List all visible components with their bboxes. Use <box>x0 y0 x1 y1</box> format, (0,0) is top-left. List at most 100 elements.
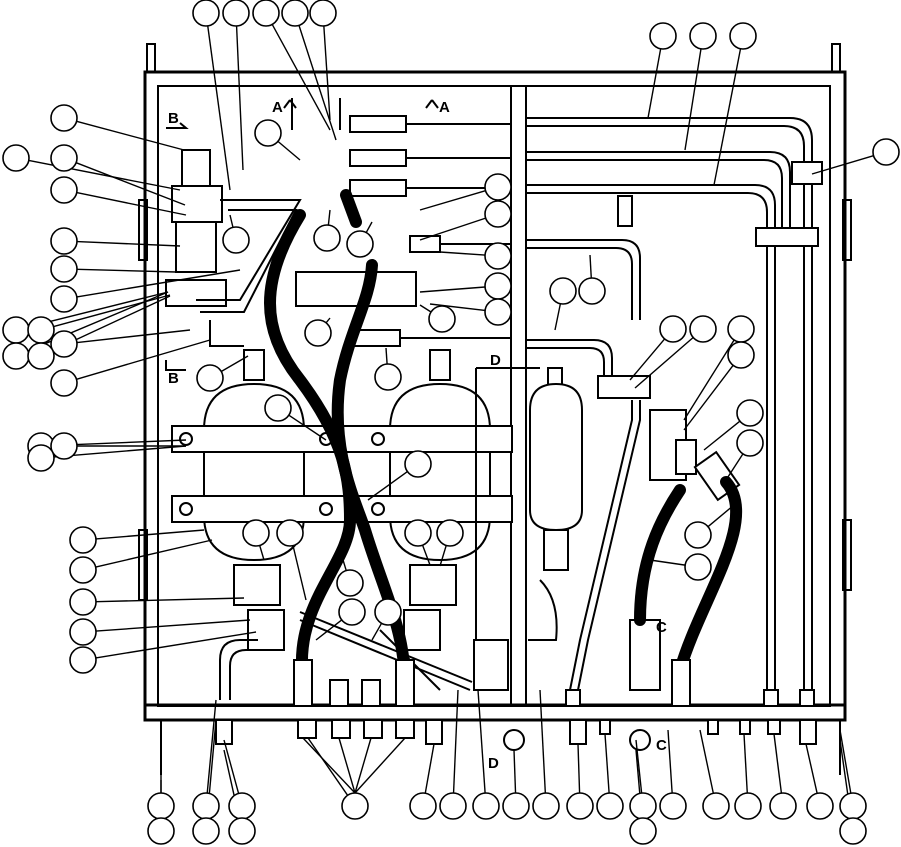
callout-leader <box>338 737 356 794</box>
callout-bubble <box>27 444 55 472</box>
right-accumulator <box>528 367 583 641</box>
bottom-fittings <box>215 367 817 751</box>
callout-bubble <box>192 817 220 845</box>
callout-bubble <box>50 330 78 358</box>
callout-leader <box>589 254 592 279</box>
callout-bubble <box>69 618 97 646</box>
callout-bubble <box>532 792 560 820</box>
callout-bubble <box>484 200 512 228</box>
callout-bubble <box>281 0 309 27</box>
callout-leader <box>647 48 662 119</box>
callout-leader <box>95 597 245 603</box>
callout-bubble <box>196 364 224 392</box>
callout-leader <box>365 221 373 233</box>
callout-bubble <box>502 792 530 820</box>
callout-bubble <box>264 394 292 422</box>
callout-bubble <box>729 22 757 50</box>
callout-leader <box>554 303 562 331</box>
right-panel-tubing <box>526 117 823 707</box>
callout-leader <box>421 544 431 566</box>
callout-leader <box>419 304 432 313</box>
callout-bubble <box>228 792 256 820</box>
callout-bubble <box>50 227 78 255</box>
callout-leader <box>725 453 744 481</box>
callout-bubble <box>374 363 402 391</box>
callout-leader <box>76 269 241 298</box>
section-label-c-top: C <box>656 619 667 636</box>
callout-bubble <box>734 792 762 820</box>
callout-bubble <box>147 792 175 820</box>
callout-bubble <box>839 817 867 845</box>
callout-leader <box>354 737 372 794</box>
callout-leader <box>707 499 741 528</box>
callout-bubble <box>872 138 900 166</box>
callout-bubble <box>222 226 250 254</box>
section-label-b-top: B <box>168 110 179 127</box>
callout-bubble <box>649 22 677 50</box>
callout-bubble <box>50 144 78 172</box>
callout-leader <box>577 743 581 794</box>
callout-leader <box>703 420 741 451</box>
callout-bubble <box>484 298 512 326</box>
callout-leader <box>424 743 435 794</box>
callout-bubble <box>27 342 55 370</box>
callout-bubble <box>684 521 712 549</box>
callout-leader <box>207 25 231 191</box>
callout-leader <box>371 622 383 641</box>
callout-leader <box>95 539 213 568</box>
section-label-d-top: D <box>490 352 501 369</box>
callout-bubble <box>254 119 282 147</box>
callout-bubble <box>839 792 867 820</box>
callout-bubble <box>2 144 30 172</box>
callout-bubble <box>409 792 437 820</box>
callout-leader <box>743 733 748 794</box>
callout-leader <box>76 268 177 273</box>
callout-leader <box>307 737 349 796</box>
section-label-a-right: A <box>439 99 450 116</box>
section-markers: A A B B C C D D <box>165 99 667 772</box>
callout-bubble <box>727 315 755 343</box>
callout-leader <box>539 689 547 794</box>
callout-bubble <box>629 792 657 820</box>
callout-leader <box>288 414 327 441</box>
callout-leader <box>298 25 337 141</box>
callout-leader <box>477 689 486 794</box>
callout-leader <box>713 48 742 186</box>
callout-leader <box>75 162 186 206</box>
callout-leader <box>667 729 673 794</box>
callout-leader <box>354 737 406 794</box>
callout-bubble <box>242 519 270 547</box>
callout-leader <box>28 291 169 328</box>
callout-leader <box>315 619 343 641</box>
callout-bubble <box>2 316 30 344</box>
callout-bubble <box>276 519 304 547</box>
callout-bubble <box>439 792 467 820</box>
callout-leader <box>95 619 251 632</box>
callout-bubble <box>69 588 97 616</box>
panel-frame <box>138 43 852 775</box>
callout-bubble <box>304 319 332 347</box>
callout-leader <box>76 120 185 151</box>
callout-leader <box>629 338 666 381</box>
top-manifold <box>291 98 511 347</box>
callout-leader <box>649 559 686 566</box>
callout-leader <box>683 339 735 421</box>
callout-leader <box>325 317 331 324</box>
callout-leader <box>452 689 459 794</box>
section-label-a-left: A <box>272 99 283 116</box>
callout-leader <box>513 749 517 794</box>
callout-bubble <box>404 519 432 547</box>
callout-leader <box>811 155 874 175</box>
callout-leader <box>367 471 408 501</box>
callout-bubble <box>769 792 797 820</box>
callout-bubble <box>684 553 712 581</box>
callout-bubble <box>702 792 730 820</box>
section-label-d-bottom: D <box>488 755 499 772</box>
callout-leader <box>439 545 447 567</box>
callout-bubble <box>50 104 78 132</box>
callout-leader <box>805 743 818 794</box>
callout-bubble <box>659 315 687 343</box>
callout-bubble <box>346 230 374 258</box>
